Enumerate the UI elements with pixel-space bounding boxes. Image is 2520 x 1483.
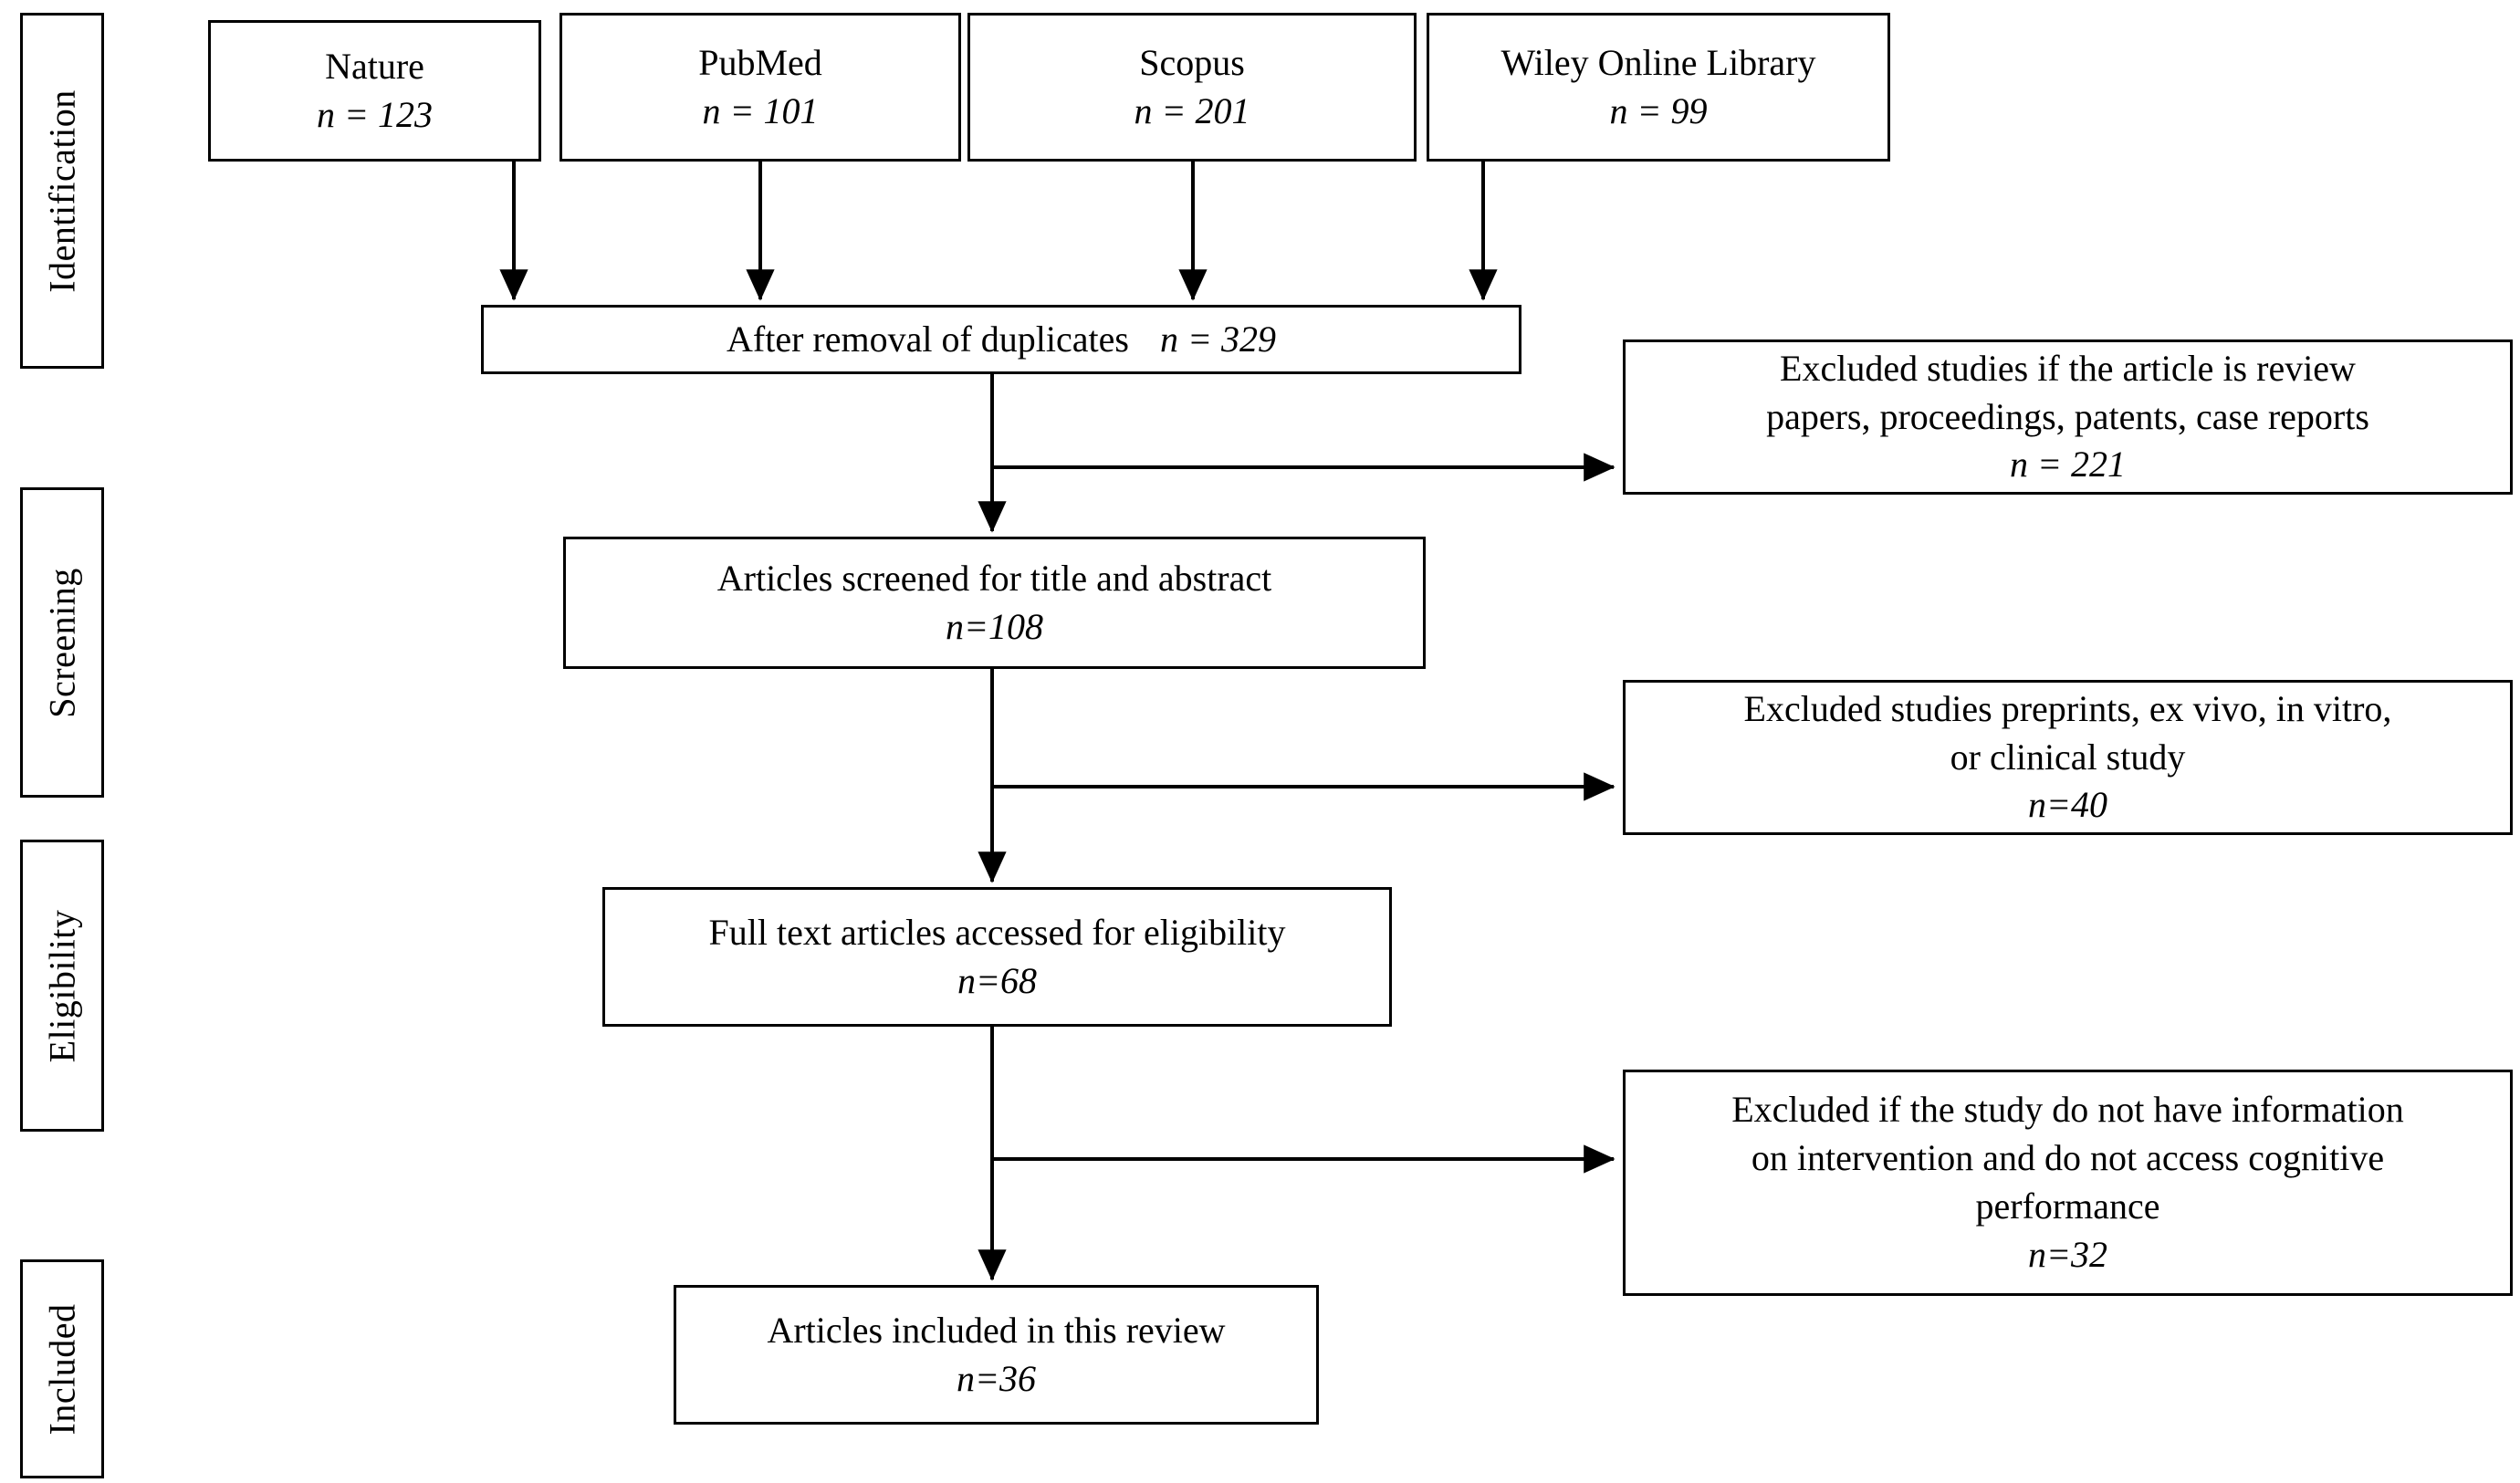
source-name: Scopus (1139, 41, 1245, 83)
flow-box-after-removal-of-duplicates: After removal of duplicates n = 329 (481, 305, 1521, 374)
stage-label-text: Eligibility (41, 909, 83, 1062)
source-box-pubmed: PubMed n = 101 (559, 13, 961, 162)
exclusion-line-3: performance (1975, 1185, 2160, 1227)
flow-box-text: After removal of duplicates (727, 318, 1129, 360)
flow-box-count: n=36 (957, 1357, 1036, 1399)
source-count: n = 123 (317, 93, 433, 135)
flow-box-text: Articles screened for title and abstract (716, 557, 1272, 599)
exclusion-box-no-cognitive-info: Excluded if the study do not have inform… (1623, 1070, 2513, 1296)
exclusion-line-1: Excluded if the study do not have inform… (1731, 1089, 2404, 1131)
flow-box-count: n=108 (946, 605, 1043, 647)
flow-box-text: Full text articles accessed for eligibil… (708, 911, 1286, 953)
flow-box-articles-screened: Articles screened for title and abstract… (563, 537, 1426, 669)
exclusion-line-2: on intervention and do not access cognit… (1751, 1137, 2385, 1179)
source-name: Nature (325, 45, 424, 87)
exclusion-line-1: Excluded studies if the article is revie… (1780, 347, 2356, 389)
flow-box-count: n=68 (957, 959, 1037, 1001)
source-name: PubMed (698, 41, 822, 83)
exclusion-count: n=40 (2028, 784, 2107, 826)
source-box-wiley: Wiley Online Library n = 99 (1427, 13, 1890, 162)
stage-label-identification: Identification (20, 13, 104, 369)
flow-box-full-text-eligibility: Full text articles accessed for eligibil… (602, 887, 1392, 1027)
stage-label-text: Identification (41, 89, 83, 293)
source-count: n = 101 (702, 89, 819, 131)
exclusion-count: n = 221 (2010, 444, 2126, 486)
exclusion-box-review-papers: Excluded studies if the article is revie… (1623, 339, 2513, 495)
flow-box-text: Articles included in this review (767, 1309, 1226, 1351)
exclusion-line-1: Excluded studies preprints, ex vivo, in … (1743, 687, 2392, 729)
exclusion-box-preprints: Excluded studies preprints, ex vivo, in … (1623, 680, 2513, 835)
source-box-nature: Nature n = 123 (208, 20, 541, 162)
stage-label-eligibility: Eligibility (20, 840, 104, 1132)
source-box-scopus: Scopus n = 201 (967, 13, 1417, 162)
source-count: n = 201 (1134, 89, 1250, 131)
exclusion-line-2: or clinical study (1950, 736, 2186, 778)
exclusion-line-2: papers, proceedings, patents, case repor… (1766, 395, 2369, 437)
flow-box-articles-included: Articles included in this review n=36 (674, 1285, 1319, 1425)
flow-box-count: n = 329 (1159, 318, 1276, 360)
stage-label-text: Included (41, 1303, 83, 1435)
source-name: Wiley Online Library (1500, 41, 1816, 83)
source-count: n = 99 (1609, 89, 1708, 131)
stage-label-screening: Screening (20, 487, 104, 798)
stage-label-text: Screening (41, 567, 83, 718)
exclusion-count: n=32 (2028, 1233, 2107, 1275)
stage-label-included: Included (20, 1259, 104, 1478)
